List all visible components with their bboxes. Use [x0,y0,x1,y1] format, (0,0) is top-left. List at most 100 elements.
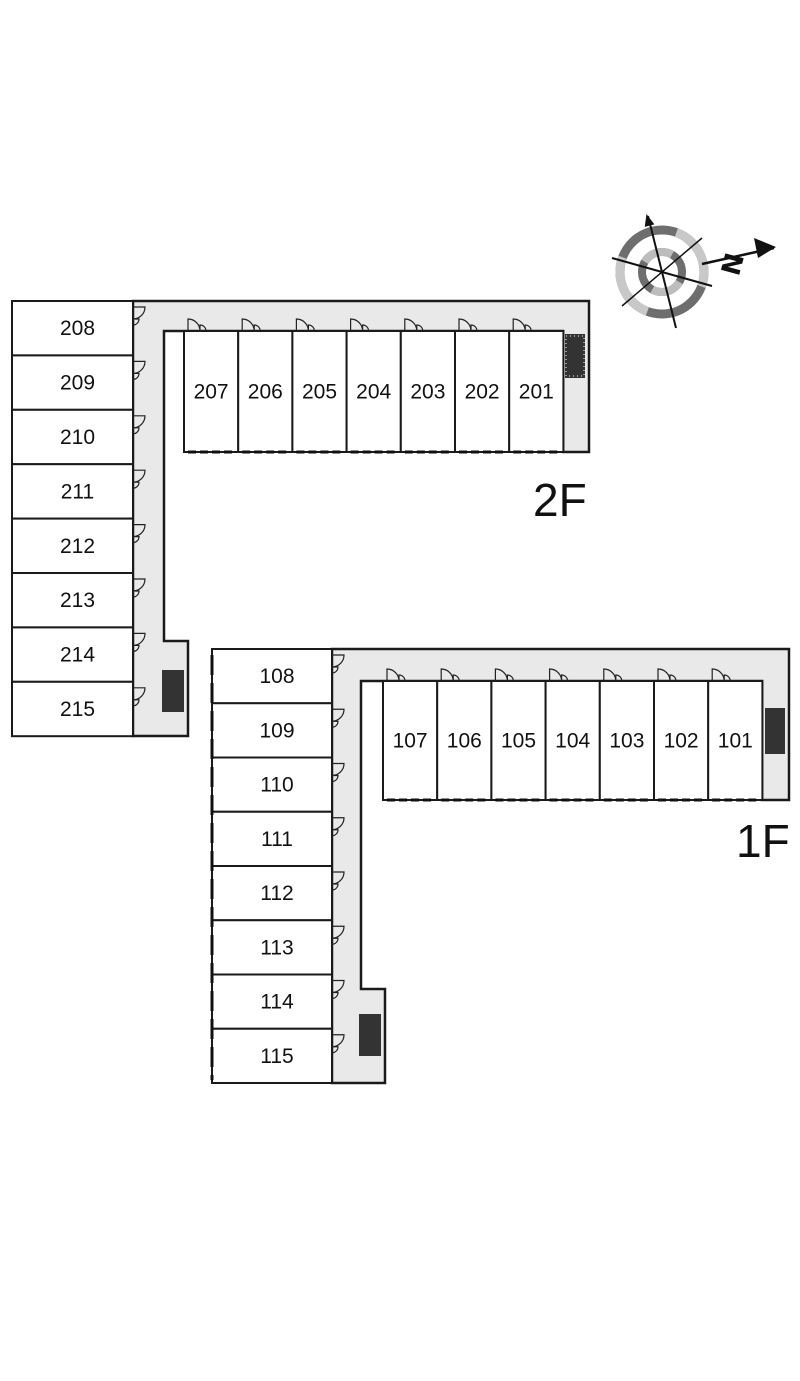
unit-number-label: 201 [519,381,554,404]
unit-215[interactable]: 215 [11,680,146,738]
door-icon [187,318,207,332]
unit-number-label: 110 [260,774,293,797]
stair-icon [162,670,184,712]
door-icon [295,318,315,332]
unit-206[interactable]: 206 [237,318,294,454]
door-icon [132,632,146,652]
unit-number-label: 209 [60,372,95,395]
unit-number-label: 101 [718,730,753,753]
door-icon [331,1034,345,1054]
stair-icon [765,708,785,754]
unit-108[interactable]: 108 [211,648,345,705]
door-icon [512,318,532,332]
door-icon [458,318,478,332]
unit-number-label: 212 [60,535,95,558]
floor-label-1f: 1F [736,815,790,867]
door-icon [331,708,345,728]
unit-number-label: 102 [664,730,699,753]
unit-105[interactable]: 105 [490,668,547,802]
unit-102[interactable]: 102 [653,668,710,802]
door-icon [331,817,345,837]
door-icon [241,318,261,332]
door-icon [603,668,623,682]
door-icon [657,668,677,682]
unit-number-label: 205 [302,381,337,404]
door-icon [331,871,345,891]
unit-112[interactable]: 112 [211,865,345,922]
floor-1f: 107 106 105 104 103 102 101 108 109 110 111 112 113… [210,647,791,1085]
door-icon [440,668,460,682]
door-icon [331,654,345,674]
door-icon [132,415,146,435]
unit-210[interactable]: 210 [11,408,146,466]
door-icon [132,360,146,380]
unit-number-label: 211 [61,480,94,503]
unit-number-label: 115 [260,1045,293,1068]
door-icon [711,668,731,682]
unit-207[interactable]: 207 [183,318,240,454]
unit-number-label: 103 [609,730,644,753]
unit-number-label: 108 [259,665,294,688]
floor-label-2f: 2F [533,474,587,526]
door-icon [494,668,514,682]
door-icon [331,762,345,783]
door-icon [386,668,406,682]
unit-209[interactable]: 209 [11,354,146,411]
unit-202[interactable]: 202 [454,318,511,454]
unit-114[interactable]: 114 [211,973,345,1030]
stair-icon [359,1014,381,1056]
door-icon [549,668,569,682]
unit-number-label: 111 [261,828,293,851]
unit-115[interactable]: 115 [211,1027,345,1084]
stair-icon [565,334,585,378]
unit-208[interactable]: 208 [11,300,146,357]
unit-number-label: 104 [555,730,590,753]
door-icon [331,925,345,945]
door-icon [132,578,146,598]
unit-number-label: 105 [501,730,536,753]
unit-number-label: 206 [248,381,283,404]
unit-203[interactable]: 203 [399,318,456,454]
unit-number-label: 109 [259,719,294,742]
unit-number-label: 106 [447,730,482,753]
unit-212[interactable]: 212 [11,517,146,574]
door-icon [132,469,146,489]
unit-211[interactable]: 211 [11,463,146,520]
unit-106[interactable]: 106 [436,668,493,802]
unit-213[interactable]: 213 [11,572,146,629]
unit-113[interactable]: 113 [211,919,345,976]
unit-number-label: 114 [260,991,294,1014]
unit-101[interactable]: 101 [707,668,764,802]
unit-number-label: 112 [260,882,293,905]
unit-number-label: 207 [194,381,229,404]
unit-number-label: 113 [260,936,293,959]
compass-icon: N [611,214,776,329]
unit-103[interactable]: 103 [598,668,655,802]
unit-number-label: 203 [410,381,445,404]
unit-number-label: 107 [393,730,428,753]
unit-111[interactable]: 111 [211,810,345,867]
unit-205[interactable]: 205 [291,318,348,454]
unit-204[interactable]: 204 [345,318,402,454]
door-icon [132,306,146,326]
unit-number-label: 210 [60,426,95,449]
unit-number-label: 214 [60,644,95,667]
door-icon [132,524,146,544]
door-icon [132,687,146,707]
unit-110[interactable]: 110 [211,756,345,813]
unit-107[interactable]: 107 [382,668,439,802]
unit-104[interactable]: 104 [544,668,601,802]
unit-201[interactable]: 201 [508,318,565,454]
unit-109[interactable]: 109 [211,702,345,759]
door-icon [404,318,424,332]
door-icon [350,318,370,332]
unit-214[interactable]: 214 [11,626,146,683]
unit-number-label: 202 [465,381,500,404]
door-icon [331,979,345,1000]
unit-number-label: 215 [60,698,95,721]
unit-number-label: 208 [60,317,95,340]
unit-number-label: 204 [356,381,391,404]
floor-2f: 207 206 205 204 203 202 201 208 209 210 211 212 213… [11,299,591,738]
unit-number-label: 213 [60,589,95,612]
